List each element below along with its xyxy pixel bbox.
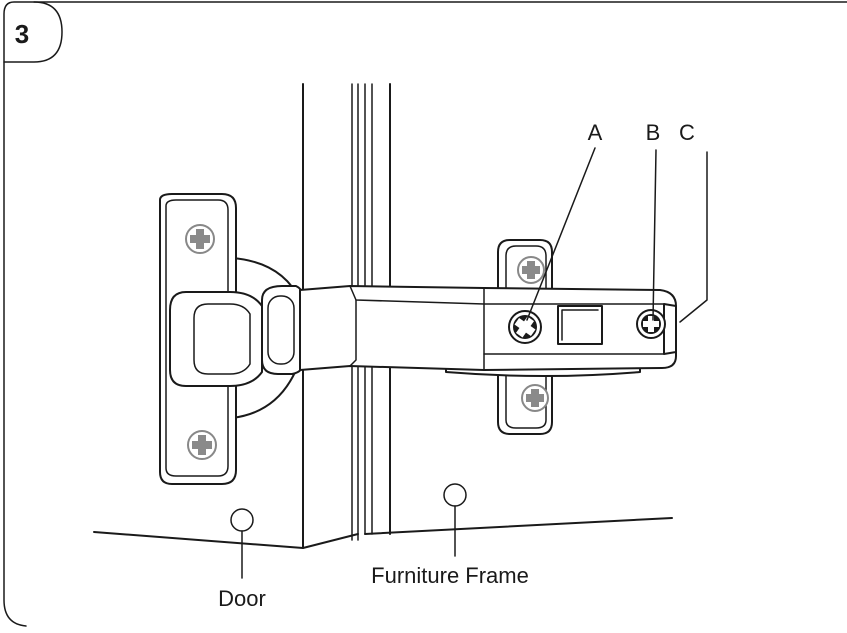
frame-marker (443, 483, 467, 557)
plate-screw-upper (517, 256, 545, 284)
cup-screw-lower (187, 430, 217, 460)
adjustment-screw-b (636, 309, 666, 339)
callout-label-b: B (646, 120, 661, 145)
step-badge (3, 1, 63, 63)
hinge-arm (261, 285, 677, 375)
leader-line-b (652, 149, 657, 321)
cup-plate (159, 193, 263, 485)
leader-line-a (526, 147, 596, 321)
callout-label-a: A (588, 120, 603, 145)
cup-screw-upper (185, 224, 215, 254)
leader-line-c (679, 151, 708, 323)
panel-frame (3, 1, 847, 627)
plate-screw-lower (521, 384, 549, 412)
door-label: Door (218, 586, 266, 611)
adjustment-screw-a (508, 310, 542, 344)
door-marker (230, 508, 254, 579)
callout-label-c: C (679, 120, 695, 145)
furniture-frame-label: Furniture Frame (371, 563, 529, 588)
step-number: 3 (15, 19, 29, 49)
